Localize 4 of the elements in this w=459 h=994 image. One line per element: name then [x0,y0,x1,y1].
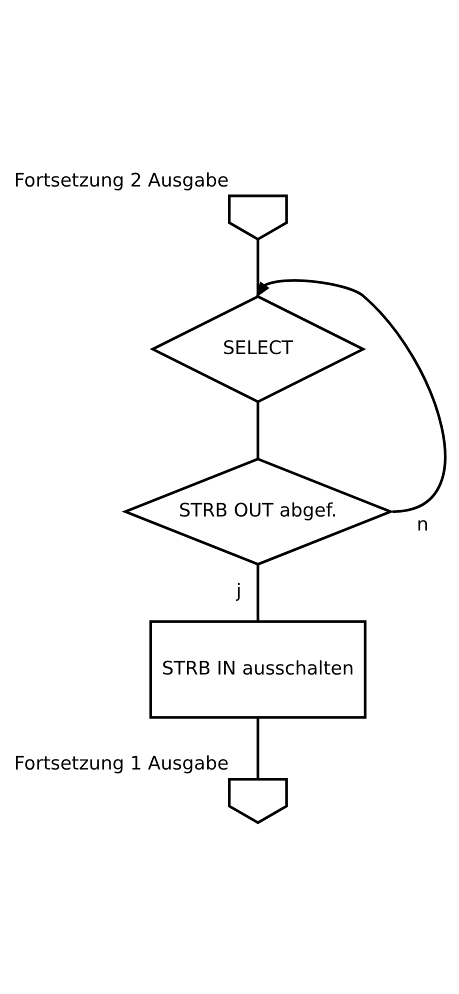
node-label: Fortsetzung 1 Ausgabe [14,754,229,775]
node-label: Fortsetzung 2 Ausgabe [14,170,229,192]
edge-label: j [236,580,242,602]
edge-label: n [416,514,429,536]
